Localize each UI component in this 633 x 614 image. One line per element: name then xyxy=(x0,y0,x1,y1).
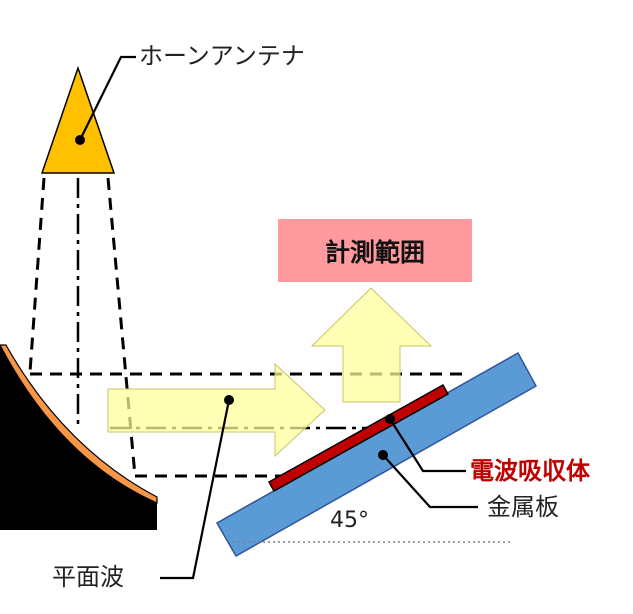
label-plane-wave: 平面波 xyxy=(52,563,124,591)
reflection-arrow xyxy=(310,287,433,403)
leader-dot-metal-plate xyxy=(378,450,388,460)
label-angle: 45° xyxy=(330,508,369,533)
leader-horn-antenna xyxy=(79,55,136,141)
label-horn-antenna: ホーンアンテナ xyxy=(139,42,305,70)
label-metal-plate: 金属板 xyxy=(487,493,559,521)
leader-dot-plane-wave xyxy=(224,395,234,405)
label-absorber: 電波吸収体 xyxy=(470,457,590,485)
reflector-edge xyxy=(0,344,158,504)
leader-dot-antenna xyxy=(75,135,85,145)
leader-absorber xyxy=(389,418,466,473)
plane-wave-arrow xyxy=(107,362,326,458)
measurement-range-box: 計測範囲 xyxy=(278,219,472,282)
leader-dot-absorber xyxy=(385,414,395,424)
reflector xyxy=(0,345,157,530)
absorber xyxy=(267,383,450,493)
leader-metal-plate xyxy=(382,454,478,509)
leader-plane-wave xyxy=(160,399,231,580)
horn-antenna xyxy=(40,65,116,174)
label-measurement-range: 計測範囲 xyxy=(324,237,425,267)
